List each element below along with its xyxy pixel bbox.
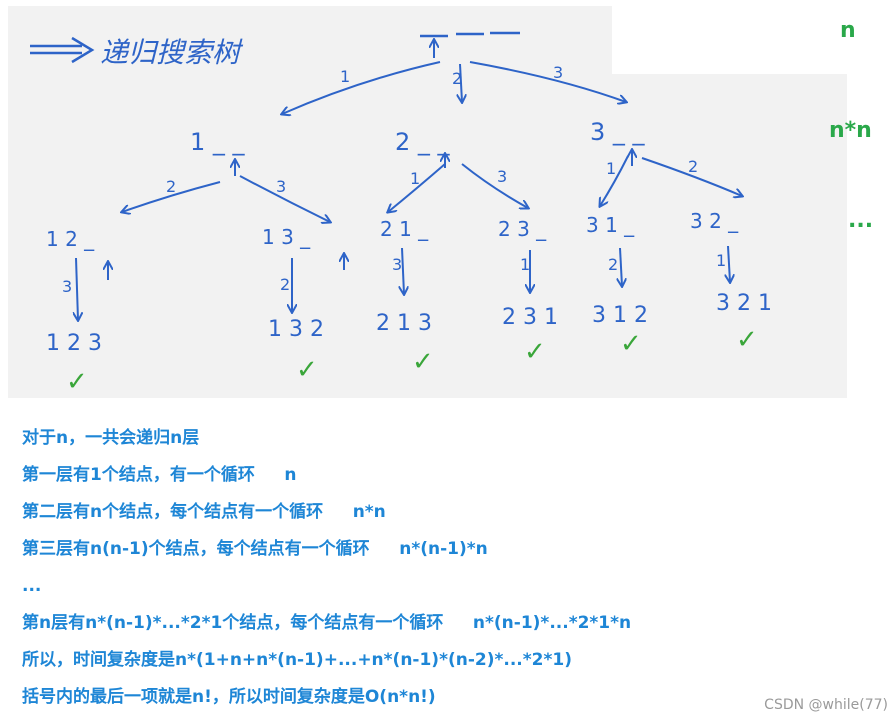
edge-root-to-2 — [460, 63, 462, 102]
edge-1-to-12 — [122, 181, 221, 212]
edge-2-to-23 — [461, 163, 528, 208]
leaf-node: 1 3 2 — [268, 317, 324, 342]
check-icon: ✓ — [296, 355, 318, 385]
edge-label-l3-2: 3 — [392, 255, 402, 274]
edge-label-l2-2: 1 — [410, 169, 420, 188]
diagram-heading: 递归搜索树 — [100, 36, 244, 69]
edge-3-to-31 — [600, 155, 629, 206]
explanation-line: 第一层有1个结点，有一个循环 n — [22, 465, 297, 485]
edge-label-l3-3: 1 — [520, 255, 530, 274]
explanation-line: 第二层有n个结点，每个结点有一个循环 n*n — [22, 502, 386, 522]
level1-node: 3 _ _ — [590, 118, 646, 146]
edge-label-l2-0: 2 — [166, 177, 176, 196]
edge-32-to-321 — [728, 245, 730, 282]
side-label-level1: n — [840, 18, 856, 43]
level3-edges — [76, 245, 730, 320]
explanation-text: 对于n，一共会递归n层 第一层有1个结点，有一个循环 n 第二层有n个结点，每个… — [22, 420, 782, 716]
edge-1-to-13 — [239, 175, 330, 222]
root-node — [420, 31, 520, 58]
explanation-line: 第三层有n(n-1)个结点，每个结点有一个循环 n*(n-1)*n — [22, 539, 488, 559]
check-icon: ✓ — [524, 337, 546, 367]
edge-label-l3-1: 2 — [280, 275, 290, 294]
whiteboard-background-extension — [612, 74, 847, 398]
check-icon: ✓ — [620, 329, 642, 359]
explanation-line: 括号内的最后一项就是n!，所以时间复杂度是O(n*n!) — [22, 687, 436, 707]
edge-label-l1-0: 1 — [340, 67, 350, 86]
edge-31-to-312 — [620, 247, 622, 286]
side-label-ellipsis: ... — [848, 208, 874, 233]
edge-root-to-1 — [282, 61, 441, 114]
edge-label-l2-1: 3 — [276, 177, 286, 196]
whiteboard-background — [8, 6, 612, 398]
edge-label-l2-4: 1 — [606, 159, 616, 178]
edge-label-l2-3: 3 — [497, 167, 507, 186]
edge-21-to-213 — [402, 247, 404, 294]
edge-12-to-123 — [76, 257, 78, 320]
explanation-line: ... — [22, 576, 42, 596]
check-icon: ✓ — [66, 367, 88, 397]
level2-node: 1 2 _ — [46, 227, 95, 251]
edge-root-to-3 — [469, 61, 626, 102]
edge-2-to-21 — [388, 163, 446, 212]
edge-label-l1-1: 2 — [452, 69, 462, 88]
level2-edges — [122, 155, 742, 222]
level2-node: 2 3 _ — [498, 217, 547, 241]
level2-node: 3 1 _ — [586, 213, 635, 237]
level2-node: 1 3 _ — [262, 225, 311, 249]
level2-node: 3 2 _ — [690, 209, 739, 233]
heading-arrow-icon — [30, 36, 95, 64]
edge-label-l1-2: 3 — [553, 63, 563, 82]
whiteboard-diagram: 递归搜索树 1 2 3 1 _ _ 2 _ _ 3 _ _ — [8, 6, 847, 398]
leaf-node: 1 2 3 — [46, 331, 102, 356]
level1-node: 2 _ _ — [395, 128, 451, 156]
explanation-line: 第n层有n*(n-1)*...*2*1个结点，每个结点有一个循环 n*(n-1)… — [22, 613, 632, 633]
level2-node: 2 1 _ — [380, 217, 429, 241]
level1-edges — [282, 61, 626, 114]
leaf-node: 3 2 1 — [716, 291, 772, 316]
side-label-level2: n*n — [829, 118, 872, 143]
explanation-line: 对于n，一共会递归n层 — [22, 428, 200, 448]
edge-label-l3-5: 1 — [716, 251, 726, 270]
check-icon: ✓ — [412, 347, 434, 377]
leaf-node: 2 1 3 — [376, 311, 432, 336]
watermark: CSDN @while(77) — [764, 697, 888, 713]
edge-label-l2-5: 2 — [688, 157, 698, 176]
explanation-line: 所以，时间复杂度是n*(1+n+n*(n-1)+...+n*(n-1)*(n-2… — [22, 650, 572, 670]
leaf-node: 3 1 2 — [592, 303, 648, 328]
edge-label-l3-0: 3 — [62, 277, 72, 296]
edge-label-l3-4: 2 — [608, 255, 618, 274]
level1-node: 1 _ _ — [190, 128, 246, 156]
edge-3-to-32 — [641, 157, 742, 196]
check-icon: ✓ — [736, 325, 758, 355]
leaf-node: 2 3 1 — [502, 305, 558, 330]
